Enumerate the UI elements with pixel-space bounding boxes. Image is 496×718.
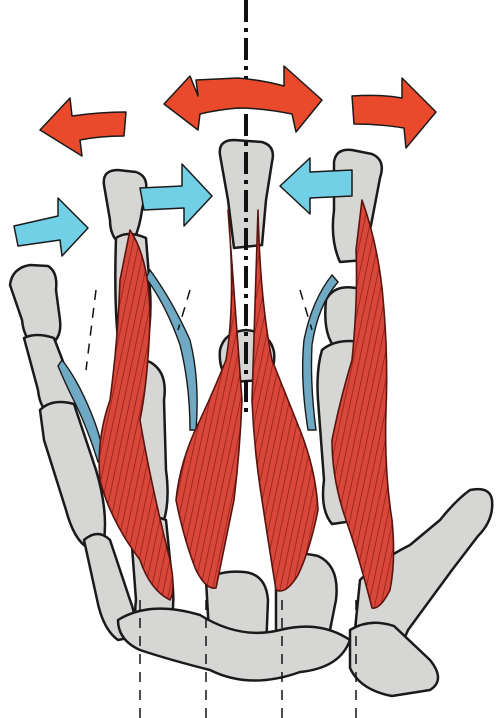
abduction-arrow-ring — [352, 78, 436, 148]
second-interosseous-muscle — [176, 210, 242, 588]
abduction-arrow-index — [40, 98, 126, 156]
thumb-base — [350, 623, 438, 696]
adduction-arrow-little — [14, 198, 88, 256]
index-finger-distal-phalanx — [104, 170, 147, 244]
abduction-arrow-middle — [164, 66, 322, 132]
adduction-arrow-index — [140, 164, 212, 226]
little-finger-guide-line — [86, 290, 96, 370]
